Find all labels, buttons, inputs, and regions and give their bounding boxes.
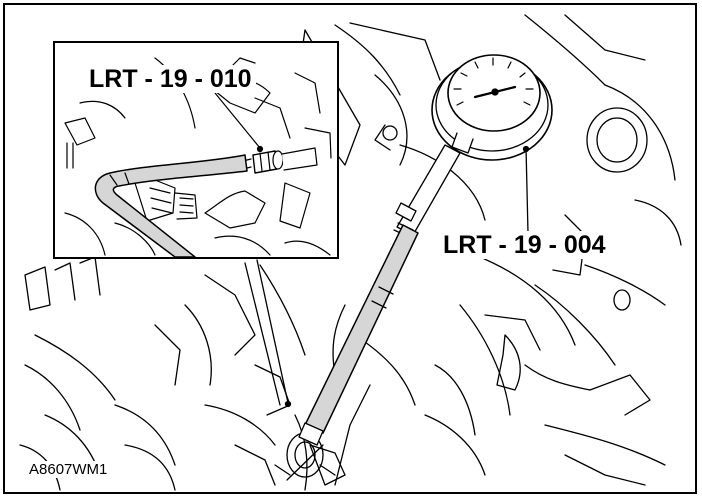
callout-label-gauge-tool: LRT - 19 - 004 — [439, 231, 610, 259]
figure-code: A8607WM1 — [27, 461, 110, 478]
inset-fuel-hose-icon — [94, 154, 248, 257]
quick-release-connector-icon — [242, 147, 318, 174]
illustration-frame: LRT - 19 - 010 LRT - 19 - 004 A8607WM1 — [3, 3, 697, 494]
callout-label-inset-tool: LRT - 19 - 010 — [85, 65, 256, 93]
inset-leader — [214, 92, 264, 153]
callout-leaders — [244, 145, 530, 408]
gauge-needle-icon — [473, 85, 517, 99]
pressure-gauge-icon — [431, 54, 553, 161]
inset-detail-window: LRT - 19 - 010 — [53, 41, 339, 259]
engine-bay-background — [19, 14, 682, 491]
inset-illustration — [64, 57, 332, 257]
fuel-hose-icon — [298, 144, 461, 446]
engine-bay-illustration — [19, 14, 682, 491]
inset-background — [64, 57, 332, 256]
